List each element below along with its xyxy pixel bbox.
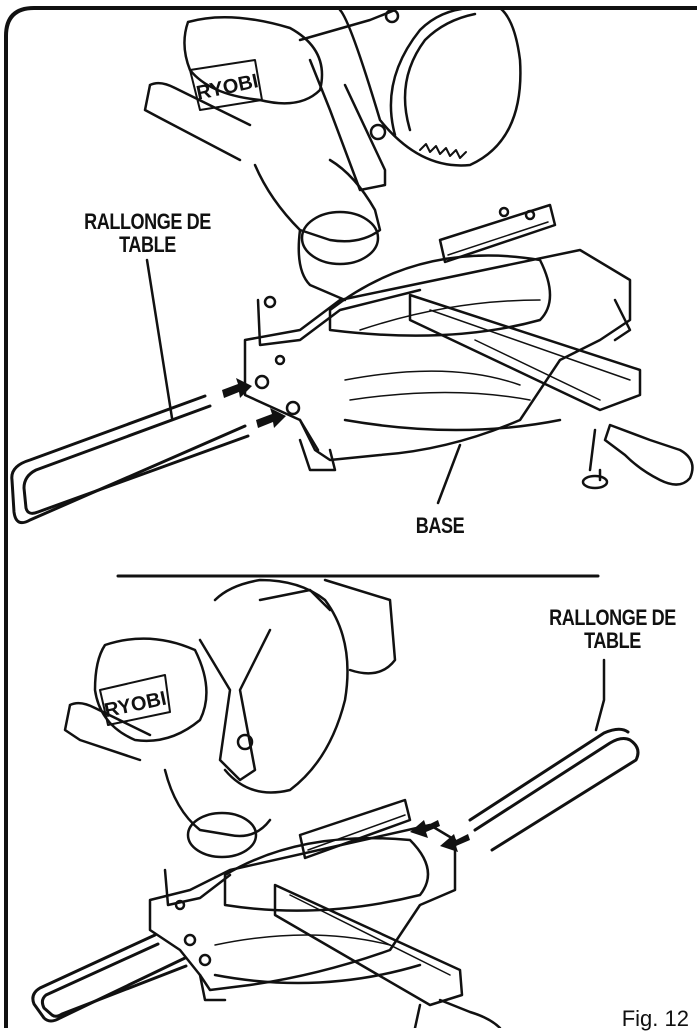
base-label: BASE (415, 513, 465, 538)
bottom-extension-label-line2: TABLE (584, 628, 641, 653)
figure-frame (4, 6, 697, 1030)
figure-caption: Fig. 12 (621, 1006, 689, 1031)
bottom-insert-arrows (410, 820, 470, 852)
top-extension-label-line1: RALLONGE DE (84, 209, 211, 234)
top-table-extension (10, 394, 250, 525)
top-base-leader (436, 443, 462, 505)
top-insert-arrows (222, 378, 286, 428)
bottom-extension-label-line1: RALLONGE DE (549, 605, 676, 630)
bottom-miter-saw: RYOBI (63, 578, 502, 1030)
bottom-table-extension (468, 727, 640, 852)
top-extension-leader (145, 258, 174, 420)
bottom-extension-leader (594, 658, 606, 732)
top-extension-label: RALLONGE DE TABLE (59, 210, 235, 256)
bottom-attached-extension (31, 933, 188, 1023)
bottom-extension-label: RALLONGE DE TABLE (524, 606, 697, 652)
top-extension-label-line2: TABLE (119, 232, 176, 257)
top-miter-saw: RYOBI (143, 6, 694, 490)
